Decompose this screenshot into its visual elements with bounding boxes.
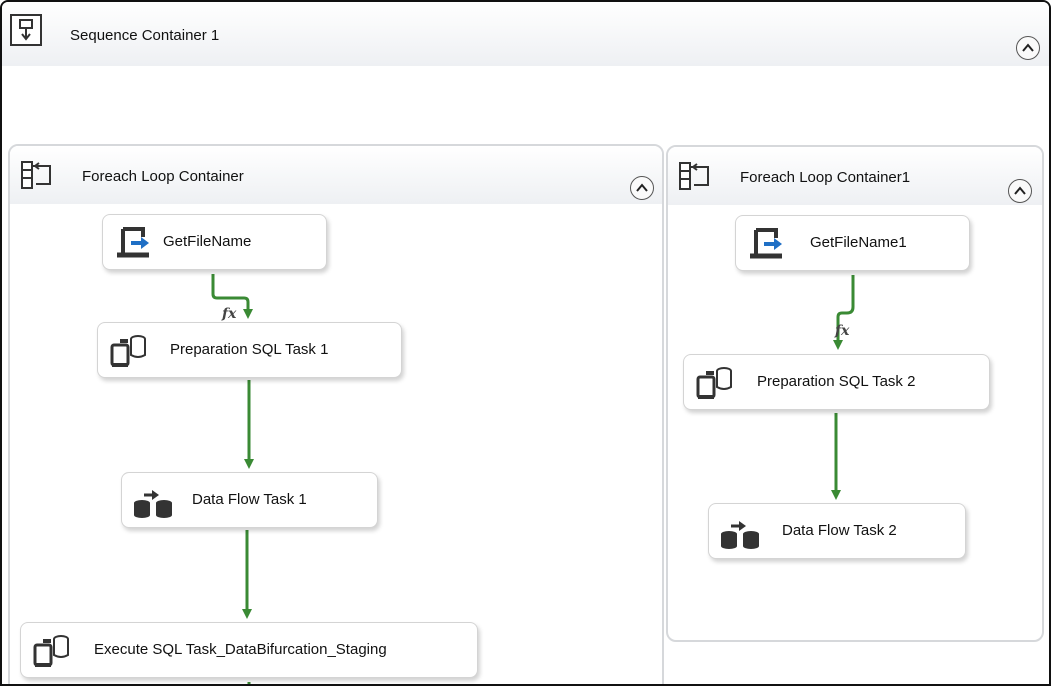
foreach-loop-container-1[interactable]: Foreach Loop Container1 fx GetFileName1 — [666, 145, 1044, 642]
sql-task-icon — [108, 333, 148, 374]
chevron-up-icon — [1022, 43, 1034, 52]
task-preparation-sql-1[interactable]: Preparation SQL Task 1 — [97, 322, 402, 378]
task-get-file-name-1[interactable]: GetFileName1 — [735, 215, 970, 271]
collapse-sequence-button[interactable] — [1016, 36, 1040, 60]
script-task-icon — [113, 225, 153, 266]
task-get-file-name[interactable]: GetFileName — [102, 214, 327, 270]
foreach-loop-title: Foreach Loop Container1 — [740, 169, 911, 186]
chevron-up-icon — [1014, 186, 1026, 195]
task-label: Preparation SQL Task 2 — [757, 373, 916, 390]
script-task-icon — [746, 226, 786, 267]
expression-marker: fx — [835, 323, 850, 339]
task-label: Data Flow Task 1 — [192, 491, 307, 508]
chevron-up-icon — [636, 183, 648, 192]
task-execute-sql-bifurcation[interactable]: Execute SQL Task_DataBifurcation_Staging — [20, 622, 478, 678]
sequence-container-header[interactable]: Sequence Container 1 — [2, 2, 1049, 66]
task-preparation-sql-2[interactable]: Preparation SQL Task 2 — [683, 354, 990, 410]
foreach-loop-icon — [678, 159, 712, 198]
task-label: GetFileName — [163, 233, 252, 250]
task-data-flow-2[interactable]: Data Flow Task 2 — [708, 503, 966, 559]
foreach-loop-container[interactable]: Foreach Loop Container fx GetF — [8, 144, 664, 684]
sequence-container-icon — [10, 14, 42, 51]
collapse-loop1-button[interactable] — [630, 176, 654, 200]
sql-task-icon — [694, 365, 734, 406]
precedence-arrow[interactable] — [211, 274, 253, 319]
precedence-arrow[interactable] — [833, 275, 855, 350]
foreach-loop-container-1-header[interactable]: Foreach Loop Container1 — [668, 147, 1042, 205]
foreach-loop-icon — [20, 158, 54, 197]
task-label: Preparation SQL Task 1 — [170, 341, 329, 358]
foreach-loop-title: Foreach Loop Container — [82, 168, 244, 185]
expression-marker: fx — [222, 306, 237, 322]
precedence-constraints — [831, 275, 855, 500]
task-label: Data Flow Task 2 — [782, 522, 897, 539]
sql-task-icon — [31, 633, 71, 674]
foreach-loop-container-header[interactable]: Foreach Loop Container — [10, 146, 662, 204]
precedence-constraints — [211, 274, 254, 684]
task-data-flow-1[interactable]: Data Flow Task 1 — [121, 472, 378, 528]
task-label: GetFileName1 — [810, 234, 907, 251]
collapse-loop2-button[interactable] — [1008, 179, 1032, 203]
data-flow-icon — [719, 514, 763, 555]
sequence-container-title: Sequence Container 1 — [70, 27, 220, 44]
data-flow-icon — [132, 483, 176, 524]
task-label: Execute SQL Task_DataBifurcation_Staging — [94, 641, 387, 658]
